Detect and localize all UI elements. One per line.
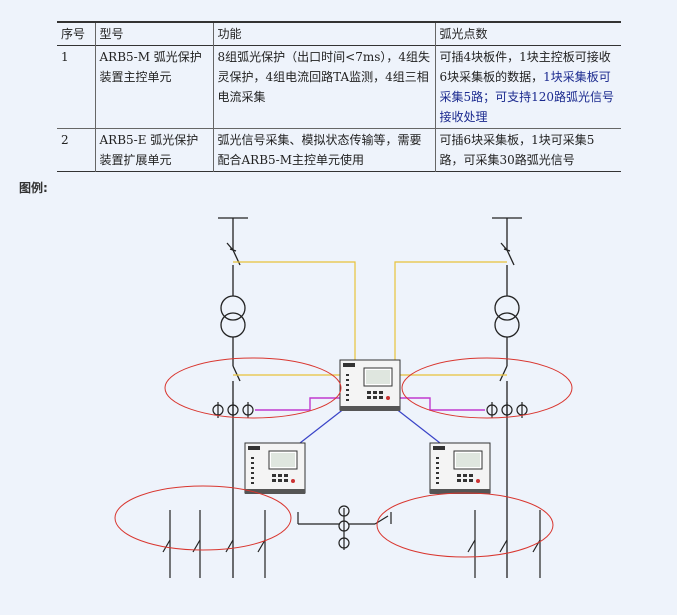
protection-device-icon — [244, 442, 306, 495]
current-transformer-icon — [338, 505, 350, 549]
cell-function: 弧光信号采集、模拟状态传输等，需要配合ARB5-M主控单元使用 — [212, 128, 435, 172]
table-row: 1 ARB5-M 弧光保护装置主控单元 8组弧光保护（出口时间<7ms），4组失… — [57, 45, 621, 129]
header-points: 弧光点数 — [434, 22, 621, 46]
cell-points: 可插4块板件，1块主控板可接收6块采集板的数据，1块采集板可采集5路；可支持12… — [434, 45, 621, 129]
signal-lines — [233, 261, 507, 376]
header-model: 型号 — [94, 22, 213, 46]
breaker-switch-icon — [500, 242, 515, 266]
transformer-icon — [220, 295, 246, 338]
cell-model: ARB5-M 弧光保护装置主控单元 — [94, 45, 213, 129]
cell-points: 可插6块采集板，1块可采集5路，可采集30路弧光信号 — [434, 128, 621, 172]
spec-table: 序号 型号 功能 弧光点数 1 ARB5-M 弧光保护装置主控单元 8组弧光保护… — [57, 21, 621, 172]
table-row: 2 ARB5-E 弧光保护装置扩展单元 弧光信号采集、模拟状态传输等，需要配合A… — [57, 128, 621, 172]
cell-model: ARB5-E 弧光保护装置扩展单元 — [94, 128, 213, 172]
protection-device-icon — [339, 359, 401, 412]
feeder-group-right — [467, 510, 541, 578]
cell-function: 8组弧光保护（出口时间<7ms），4组失灵保护，4组电流回路TA监测，4组三相电… — [212, 45, 435, 129]
network-lines — [299, 407, 441, 444]
points-plain: 可插4块板件，1块主控板可接收6块采集板的数据， — [439, 50, 611, 84]
breaker-switch-icon — [232, 365, 241, 382]
cell-no: 1 — [61, 50, 69, 64]
points-plain: 可插6块采集板，1块可采集5路，可采集30路弧光信号 — [439, 133, 595, 167]
header-function: 功能 — [212, 22, 435, 46]
cell-no: 2 — [61, 133, 69, 147]
header-no: 序号 — [61, 27, 86, 41]
legend-label: 图例: — [19, 181, 48, 195]
feeder-group-left — [162, 510, 266, 578]
points-highlight: 1块采集板可采集5路；可支持120路弧光信号接收处理 — [439, 70, 615, 124]
breaker-switch-icon — [499, 365, 508, 382]
bus-tie — [297, 508, 392, 550]
table-header-row: 序号 型号 功能 弧光点数 — [57, 22, 621, 46]
arc-zone-ellipses — [114, 357, 573, 558]
transformer-icon — [494, 295, 520, 338]
fiber-lines — [255, 397, 485, 411]
protection-device-icon — [429, 442, 491, 495]
